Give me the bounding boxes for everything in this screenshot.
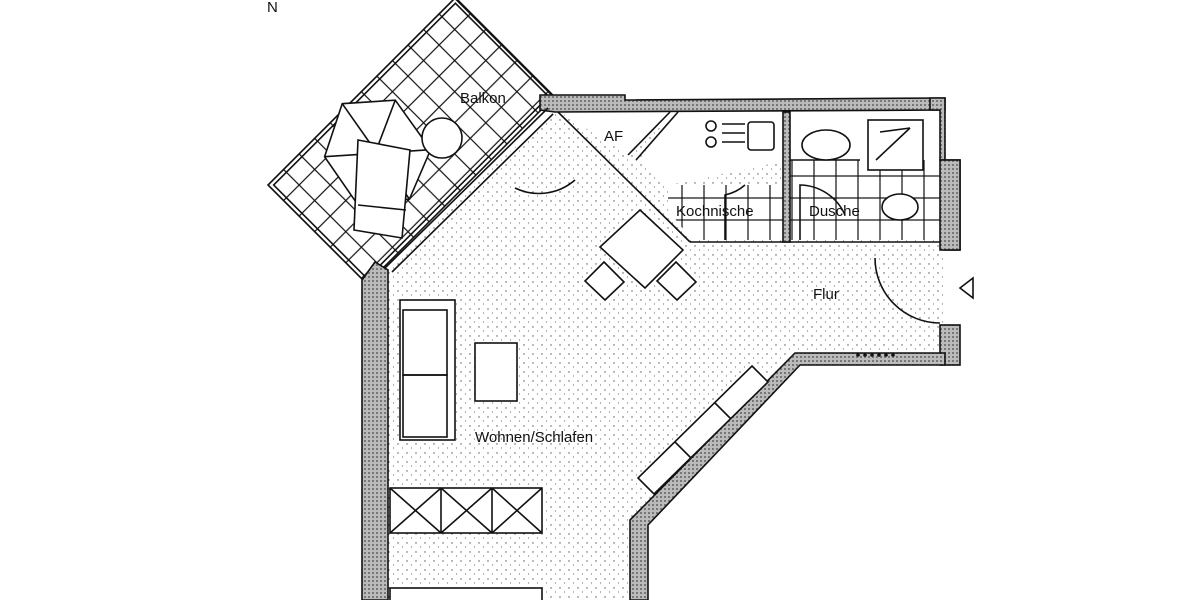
bed	[389, 587, 543, 600]
shower-door[interactable]	[799, 184, 846, 240]
sofa	[399, 299, 456, 441]
stove-icon	[705, 120, 745, 148]
entrance-door[interactable]	[874, 257, 941, 324]
toilet-icon	[881, 193, 919, 221]
radiator	[856, 353, 895, 357]
room-label-living: Wohnen/Schlafen	[475, 429, 593, 446]
sideboard	[636, 364, 770, 496]
sun-lounger	[353, 139, 411, 239]
entrance-arrow-icon	[958, 276, 974, 300]
room-label-hall: Flur	[813, 286, 839, 303]
room-label-storage: AF	[604, 128, 623, 145]
sink-icon	[747, 121, 775, 151]
room-label-balcony: Balkon	[460, 90, 506, 107]
room-label-kitchen: Kochnische	[676, 203, 754, 220]
compass-north-label: N	[267, 0, 278, 16]
washbasin-icon	[801, 129, 851, 161]
room-label-shower: Dusche	[809, 203, 860, 220]
balcony-door[interactable]	[514, 179, 576, 195]
wardrobe	[389, 487, 543, 534]
balcony-table	[421, 117, 463, 159]
kitchen-door[interactable]	[724, 184, 746, 240]
coffee-table	[474, 342, 518, 402]
dining-table	[583, 208, 698, 302]
shower-tray-icon	[867, 119, 924, 171]
walls	[361, 94, 961, 600]
